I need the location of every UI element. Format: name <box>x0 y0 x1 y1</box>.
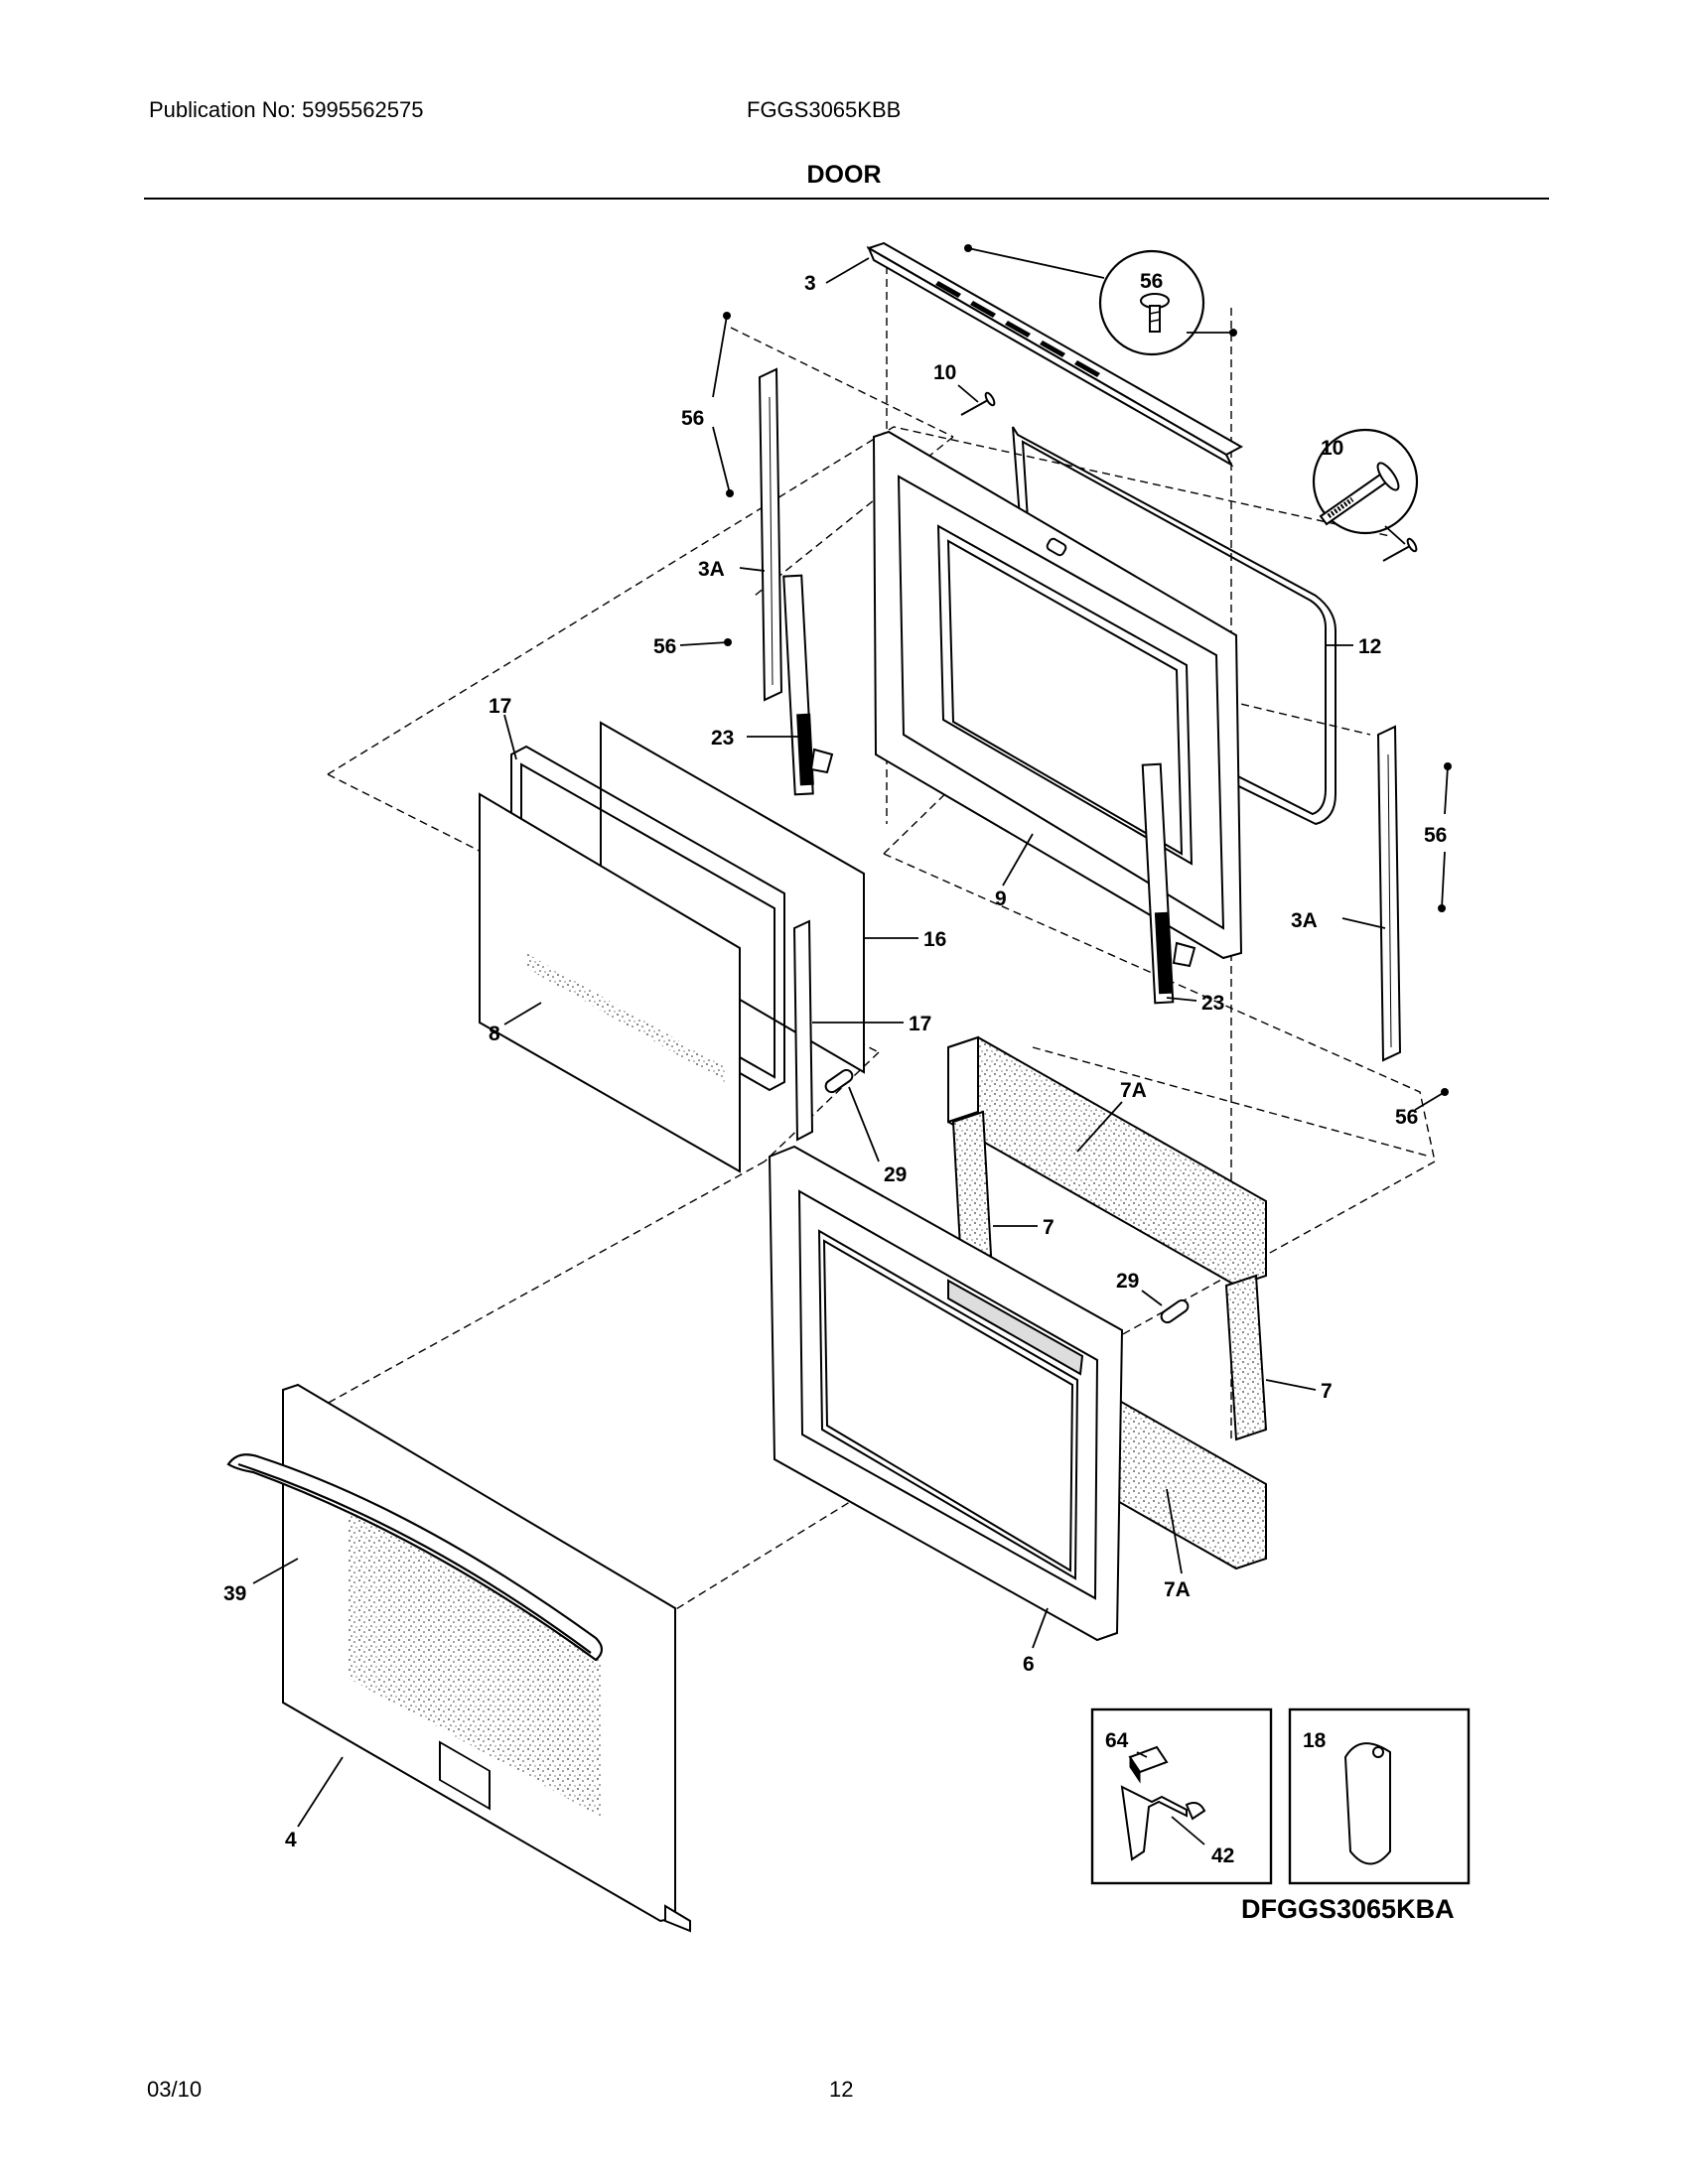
detail-circle-10-bolt <box>1312 428 1419 535</box>
callout-labels: 3 56 10 10 56 3A 56 12 17 23 56 9 3A 16 … <box>223 270 1447 1867</box>
page-number: 12 <box>829 2077 854 2102</box>
callout-29-right: 29 <box>1116 1270 1139 1293</box>
callout-3: 3 <box>804 272 816 295</box>
footer-date: 03/10 <box>147 2077 203 2102</box>
callout-23-right: 23 <box>1201 992 1224 1015</box>
part-29-pins <box>824 1068 1190 1324</box>
part-23-right-hinge <box>1141 762 1196 1005</box>
part-39-door-handle <box>226 1453 604 1662</box>
part-7-right-insulation <box>1224 1274 1268 1441</box>
callout-7a-bottom: 7A <box>1164 1578 1191 1601</box>
callout-56-top: 56 <box>1140 270 1163 293</box>
callout-10: 10 <box>933 361 956 384</box>
callout-16: 16 <box>923 928 946 951</box>
part-4-outer-door-panel <box>282 1383 691 1933</box>
callout-10-detail: 10 <box>1321 437 1343 460</box>
callout-17-top: 17 <box>489 695 511 718</box>
callout-12: 12 <box>1358 635 1381 658</box>
callout-42: 42 <box>1211 1844 1234 1867</box>
callout-7-left: 7 <box>1043 1216 1055 1239</box>
callout-39: 39 <box>223 1582 246 1605</box>
callout-3a-right: 3A <box>1291 909 1318 932</box>
callout-56-left-top: 56 <box>681 407 704 430</box>
callout-56-left-mid: 56 <box>653 635 676 658</box>
callout-17-mid: 17 <box>909 1013 931 1035</box>
callout-7-right: 7 <box>1321 1380 1333 1403</box>
callout-3a-left: 3A <box>698 558 725 581</box>
callout-56-right: 56 <box>1424 824 1447 847</box>
callout-7a-top: 7A <box>1120 1079 1147 1102</box>
inset-box-18 <box>1288 1707 1471 1885</box>
callout-64: 64 <box>1105 1729 1129 1752</box>
part-3a-left-side-trim <box>758 367 783 702</box>
diagram-code: DFGGS3065KBA <box>1241 1894 1455 1924</box>
detail-circle-56-screw <box>1098 249 1205 356</box>
leader-lines <box>252 247 1449 1845</box>
callout-4: 4 <box>285 1829 297 1851</box>
part-3-top-vent-trim <box>866 241 1244 468</box>
callout-6: 6 <box>1023 1653 1035 1676</box>
part-23-left-hinge <box>782 574 834 796</box>
part-6-door-inner-panel <box>768 1145 1124 1642</box>
part-10-bolt <box>960 391 1418 562</box>
callout-9: 9 <box>995 887 1007 910</box>
callout-56-bottom: 56 <box>1395 1106 1418 1129</box>
callout-23-left: 23 <box>711 727 734 750</box>
part-7a-top-insulation <box>947 1035 1267 1288</box>
header-rule <box>144 198 1549 200</box>
callout-18: 18 <box>1303 1729 1327 1752</box>
part-9-inner-door-liner <box>872 430 1243 960</box>
model-number: FGGS3065KBB <box>747 97 902 122</box>
inset-box-64-42 <box>1090 1707 1273 1885</box>
section-title: DOOR <box>806 161 882 189</box>
part-12-door-gasket <box>1012 426 1336 826</box>
part-3a-right-side-trim <box>1376 725 1402 1062</box>
part-8-outer-glass <box>479 792 741 1173</box>
publication-number: Publication No: 5995562575 <box>149 97 424 122</box>
callout-8: 8 <box>489 1023 500 1045</box>
callout-29-left: 29 <box>884 1163 907 1186</box>
